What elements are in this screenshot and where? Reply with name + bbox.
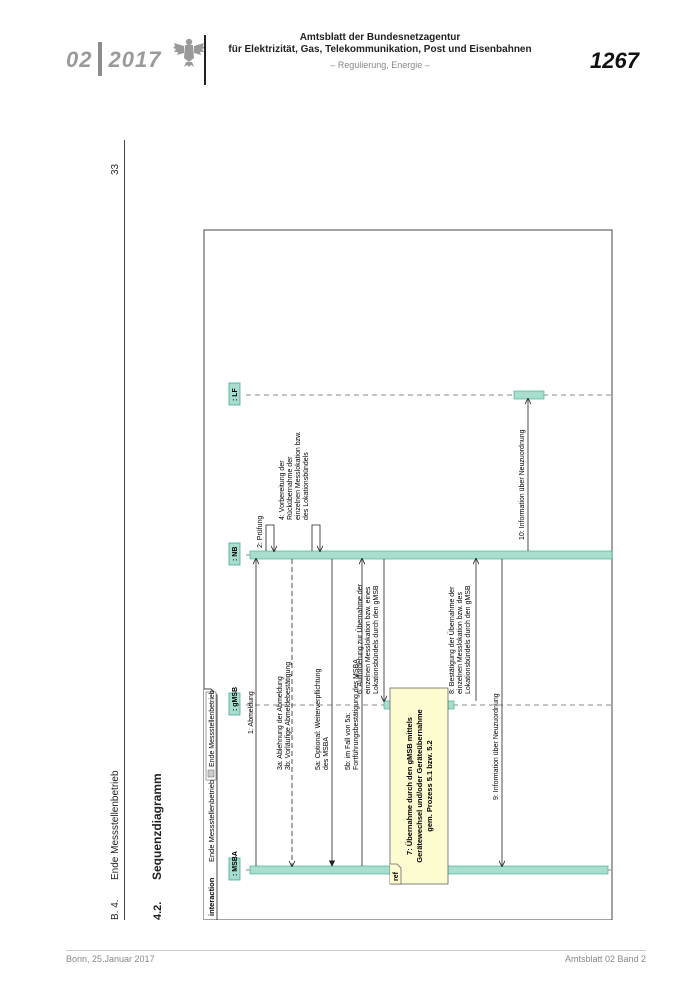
- message-label: 3a: Ablehnung der Abmeldung: [277, 676, 284, 770]
- issue-label: 02 2017: [66, 42, 162, 78]
- activation-lf: [513, 390, 545, 400]
- message-label: einzelnen Messlokation bzw.: [295, 431, 302, 520]
- ref-tag: ref: [393, 871, 400, 881]
- message-label: 9: Information über Neuzuordnung: [493, 693, 500, 800]
- message-label: Fortführungsbestätigung des MSBA: [353, 659, 360, 770]
- inner-page-number: 33: [110, 163, 121, 175]
- journal-subtitle: – Regulierung, Energie –: [330, 60, 430, 70]
- message-label: Lokationsbündels durch den gMSB: [373, 585, 380, 694]
- message-label: 1: Abmeldung: [248, 691, 255, 734]
- federal-eagle-icon: [173, 38, 205, 67]
- lifeline-label: : MSBA: [232, 851, 239, 876]
- activation-nb: [249, 550, 613, 560]
- journal-title: Amtsblatt der Bundesnetzagentur für Elek…: [220, 32, 540, 56]
- footer-location-date: Bonn, 25.Januar 2017: [66, 954, 155, 964]
- issue-divider: [98, 42, 103, 76]
- message-label: 5b: im Fall von 5a:: [345, 713, 352, 770]
- ref-label: Gerätewechsel und/oder Geräteübernahme: [415, 709, 424, 862]
- sequence-diagram: interaction Ende Messstellenbetrieb Ende…: [203, 229, 613, 920]
- subsection-number: 4.2.: [152, 901, 164, 920]
- message-label: 3b: Vorläufige Abmeldebestätigung: [285, 662, 292, 770]
- ref-label: 7: Übernahme durch den gMSB mittels: [405, 717, 414, 855]
- header-divider: [204, 35, 206, 85]
- journal-title-line-1: Amtsblatt der Bundesnetzagentur: [299, 32, 461, 43]
- rotated-page: B. 4. Ende Messstellenbetrieb 33 4.2. Se…: [92, 140, 613, 920]
- frame-keyword: interaction: [207, 877, 216, 916]
- lifeline-label: : gMSB: [232, 687, 239, 711]
- issue-year: 2017: [108, 46, 162, 72]
- message-label: 10: Information über Neuzuordnung: [519, 429, 526, 540]
- lifeline-label: : LF: [232, 387, 239, 401]
- message-label: einzelnen Messlokation bzw. des: [457, 592, 464, 694]
- frame-name: Ende Messstellenbetrieb: [207, 780, 216, 862]
- lifeline-label: : NB: [232, 547, 239, 561]
- journal-title-line-2: für Elektrizität, Gas, Telekommunikation…: [228, 44, 532, 55]
- footer-issue: Amtsblatt 02 Band 2: [564, 954, 646, 964]
- message-label: des MSBA: [323, 737, 330, 770]
- subsection-title: Sequenzdiagramm: [150, 773, 164, 880]
- ref-fragment: ref 7: Übernahme durch den gMSB mittels …: [389, 687, 449, 885]
- lifeline-lf: : LF: [228, 382, 612, 406]
- frame-tab-label: Ende Messstellenbetrieb: [209, 690, 216, 767]
- section-number: B. 4.: [110, 899, 121, 920]
- ref-label: gem. Prozess 5.1 bzw. 5.2: [425, 740, 434, 831]
- message-label: 6: Aufforderung zur Übernahme der: [356, 583, 364, 694]
- message-label: 5a: Optional: Weiterverpflichtung: [315, 668, 322, 770]
- issue-number: 02: [66, 46, 93, 72]
- frame-tab-icon: [207, 769, 215, 778]
- section-rule: [124, 140, 125, 920]
- diagram-frame: [203, 229, 613, 920]
- section-title: Ende Messstellenbetrieb: [110, 770, 121, 880]
- message-label: einzelnen Messlokation bzw. eines: [365, 586, 372, 694]
- message-label: 2: Prüfung: [257, 516, 264, 548]
- message-label: Lokationsbündels durch den gMSB: [465, 585, 472, 694]
- footer-rule: [66, 950, 646, 951]
- message-label: des Lokationsbündels: [303, 452, 310, 520]
- message-label: Rückübernahme der: [287, 456, 294, 520]
- page-number: 1267: [590, 48, 639, 73]
- message-label: 4: Vorbereitung der: [279, 460, 286, 520]
- message-arrow: [311, 524, 320, 551]
- frame-tab: [205, 691, 217, 781]
- message-arrow: [265, 524, 274, 551]
- message-label: 8: Bestätigung der Übernahme der: [448, 586, 456, 694]
